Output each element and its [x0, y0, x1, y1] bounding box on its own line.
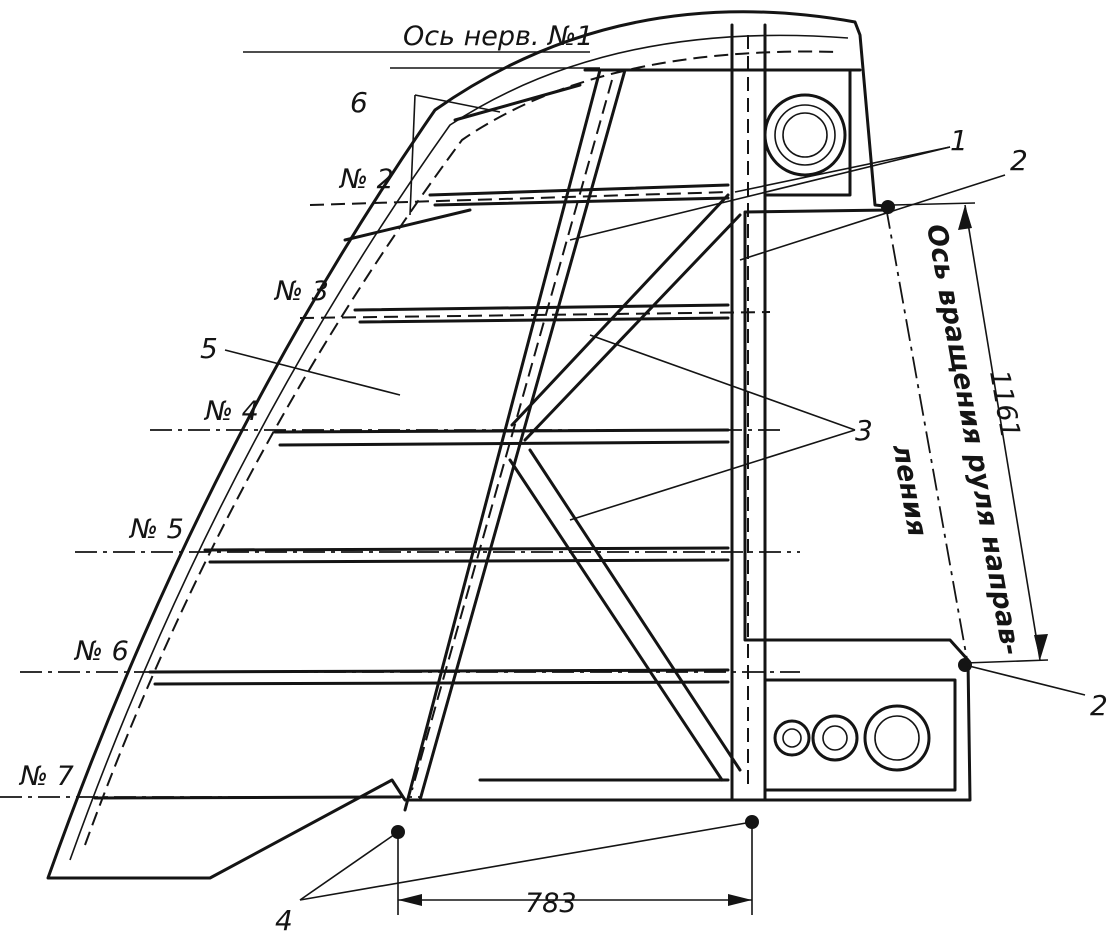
- callout-4: 4: [275, 904, 293, 937]
- rib-label-2: № 2: [338, 164, 394, 195]
- rib-label-5: № 5: [128, 514, 184, 545]
- dimension-hinge-value: 1161: [983, 368, 1025, 441]
- dimension-base-value: 783: [525, 888, 577, 919]
- dimension-base: [397, 822, 753, 915]
- callout-5: 5: [200, 332, 218, 365]
- diagonal-braces: [508, 193, 742, 782]
- front-spar: [403, 68, 627, 812]
- ribs: [0, 183, 800, 800]
- rib-label-7: № 7: [18, 761, 74, 792]
- callout-2-top: 2: [1010, 144, 1028, 177]
- rotation-axis-label-1: Ось вращения руля направ-: [920, 222, 1026, 658]
- dimension-hinge: [892, 202, 1049, 664]
- rear-spar: [730, 23, 767, 802]
- key-points: [391, 200, 972, 839]
- rib-label-6: № 6: [73, 636, 129, 667]
- rib-label-4: № 4: [203, 396, 259, 427]
- callout-6: 6: [350, 86, 368, 119]
- leader-lines: [224, 51, 1086, 901]
- hinge-fittings: [763, 68, 957, 792]
- rotation-axis: [885, 206, 969, 666]
- callout-1: 1: [950, 124, 968, 157]
- callout-3: 3: [855, 414, 873, 447]
- fin-outline: [46, 10, 972, 880]
- callout-2-bottom: 2: [1090, 689, 1108, 722]
- rotation-axis-label-2: ления: [886, 442, 933, 539]
- rib-label-3: № 3: [273, 276, 329, 307]
- rib-axis-label: Ось нерв. №1: [403, 21, 593, 52]
